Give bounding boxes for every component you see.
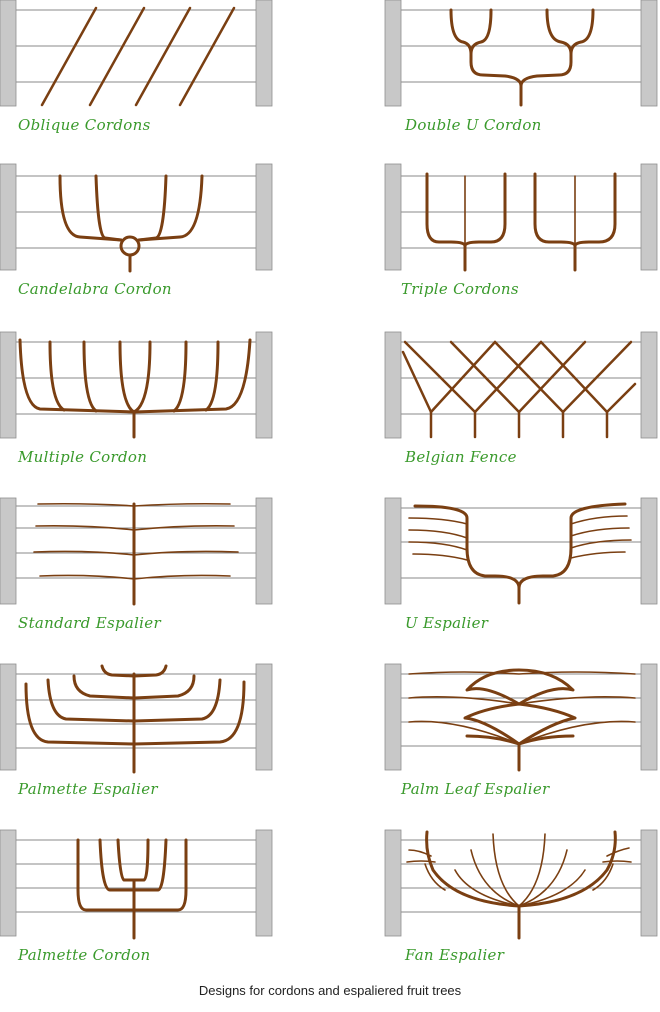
panel-standard-espalier: Standard Espalier <box>0 498 260 663</box>
panel-label: Oblique Cordons <box>18 116 151 134</box>
panel-label: Fan Espalier <box>405 946 504 964</box>
palm-leaf-espalier-diagram <box>385 664 660 774</box>
u-espalier-diagram <box>385 498 660 608</box>
panel-u-espalier: U Espalier <box>385 498 645 663</box>
panel-label: Palmette Cordon <box>18 946 150 964</box>
panel-triple-cordons: Triple Cordons <box>385 164 645 329</box>
panel-label: Standard Espalier <box>18 614 161 632</box>
panel-palm-leaf-espalier: Palm Leaf Espalier <box>385 664 645 829</box>
panel-label: Palmette Espalier <box>18 780 158 798</box>
panel-label: Candelabra Cordon <box>18 280 172 298</box>
panel-label: Double U Cordon <box>405 116 542 134</box>
panel-label: Palm Leaf Espalier <box>401 780 550 798</box>
panel-fan-espalier: Fan Espalier <box>385 830 645 995</box>
figure-caption: Designs for cordons and espaliered fruit… <box>0 983 660 998</box>
belgian-fence-diagram <box>385 332 660 442</box>
candelabra-cordon-diagram <box>0 164 275 274</box>
panel-label: Triple Cordons <box>401 280 519 298</box>
oblique-cordons-diagram <box>0 0 275 110</box>
panel-label: Multiple Cordon <box>18 448 147 466</box>
panel-oblique-cordons: Oblique Cordons <box>0 0 260 165</box>
palmette-espalier-diagram <box>0 664 275 774</box>
palmette-cordon-diagram <box>0 830 275 940</box>
panel-multiple-cordon: Multiple Cordon <box>0 332 260 497</box>
double-u-cordon-diagram <box>385 0 660 110</box>
panel-candelabra-cordon: Candelabra Cordon <box>0 164 260 329</box>
fan-espalier-diagram <box>385 830 660 940</box>
multiple-cordon-diagram <box>0 332 275 442</box>
panel-double-u-cordon: Double U Cordon <box>385 0 645 165</box>
triple-cordons-diagram <box>385 164 660 274</box>
panel-palmette-cordon: Palmette Cordon <box>0 830 260 995</box>
panel-palmette-espalier: Palmette Espalier <box>0 664 260 829</box>
standard-espalier-diagram <box>0 498 275 608</box>
panel-belgian-fence: Belgian Fence <box>385 332 645 497</box>
panel-label: Belgian Fence <box>405 448 517 466</box>
panel-label: U Espalier <box>405 614 488 632</box>
